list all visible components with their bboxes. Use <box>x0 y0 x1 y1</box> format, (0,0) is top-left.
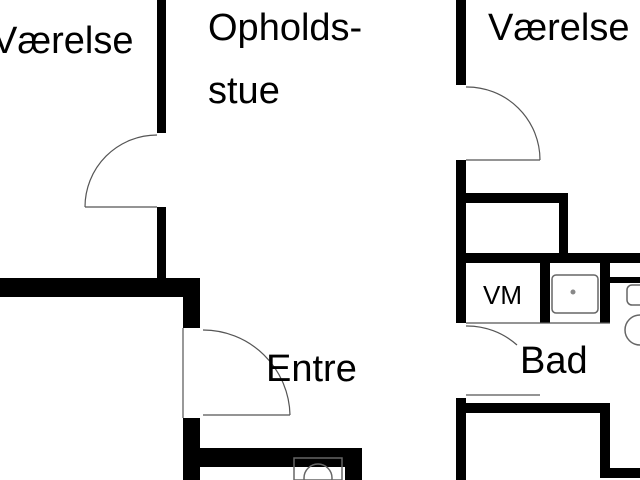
door-swing-bedroom-right <box>465 86 541 161</box>
room-label-bathroom: Bad <box>520 340 588 382</box>
wall <box>608 277 640 283</box>
wall <box>600 258 610 323</box>
wall <box>540 258 550 323</box>
spiral-stair-icon <box>303 463 333 480</box>
wall <box>157 0 166 133</box>
wall <box>345 448 362 480</box>
wall <box>0 278 200 297</box>
wall <box>200 448 362 467</box>
doors <box>84 86 610 418</box>
wall <box>559 193 568 258</box>
door-swing-bathroom <box>465 322 610 396</box>
door-swing-entrance <box>182 328 291 418</box>
wall <box>183 278 200 328</box>
wall <box>600 403 610 478</box>
wall <box>456 193 567 203</box>
fixtures <box>293 274 640 480</box>
wall <box>600 468 640 478</box>
room-label-entrance: Entre <box>266 348 357 390</box>
wall <box>183 418 200 480</box>
wall <box>456 398 466 480</box>
room-label-living-room-1: Opholds- <box>208 7 362 49</box>
wall <box>456 403 610 413</box>
toilet-icon <box>626 284 640 306</box>
wall <box>456 0 466 85</box>
room-labels: Værelse Opholds- stue Værelse VM Bad Ent… <box>0 7 630 390</box>
sink-icon <box>551 274 599 314</box>
room-label-bedroom-right: Værelse <box>488 7 630 49</box>
room-label-bedroom-left: Værelse <box>0 20 134 62</box>
door-swing-left <box>84 134 158 208</box>
room-label-living-room-2: stue <box>208 70 280 112</box>
room-label-washing-machine: VM <box>483 280 522 310</box>
wall <box>456 160 466 323</box>
wall <box>157 207 166 282</box>
